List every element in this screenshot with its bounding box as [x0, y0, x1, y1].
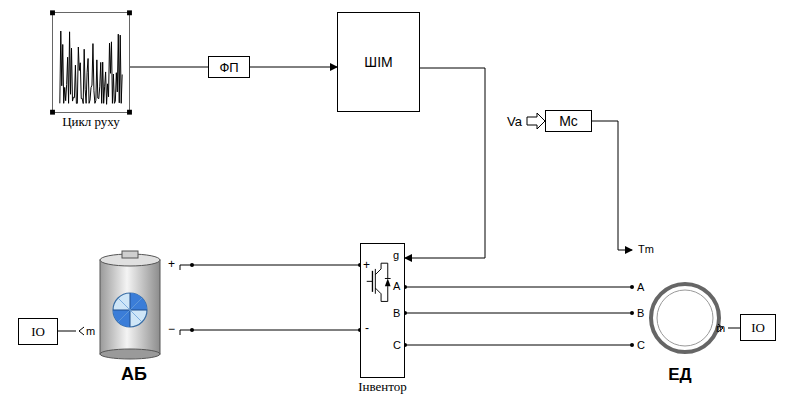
process-box: IO — [18, 318, 58, 345]
process-box: ФП — [208, 56, 250, 78]
motor-symbol — [632, 238, 728, 363]
signal-wire — [405, 287, 632, 288]
block-caption: Цикл руху — [62, 114, 120, 130]
signal-wire — [405, 345, 632, 346]
process-box: Mc — [545, 110, 592, 132]
block-label: IO — [31, 324, 45, 340]
process-box: IO — [740, 314, 776, 341]
terminal-dot — [630, 343, 634, 347]
block-label: ФП — [219, 60, 238, 75]
signal-wire — [592, 121, 632, 250]
port-name: + — [168, 257, 175, 271]
port-name: m — [86, 325, 95, 337]
port-name: - — [365, 321, 369, 335]
port-name: − — [168, 322, 175, 336]
block-label: Mc — [559, 113, 578, 129]
terminal-dot — [630, 285, 634, 289]
block-caption: ЕД — [668, 365, 691, 385]
signal-wire — [192, 265, 360, 266]
signal-wire — [250, 67, 337, 68]
signal-wire — [728, 328, 740, 329]
signal-wire — [58, 331, 76, 332]
block-label: ШІМ — [364, 54, 392, 70]
block-caption: АБ — [121, 364, 147, 385]
port-name: C — [637, 339, 645, 351]
component-block: Цикл руху — [52, 12, 130, 113]
port-name: g — [393, 249, 399, 261]
port-name: B — [637, 307, 644, 319]
signal-wire — [192, 330, 360, 331]
component-block: ЕД — [632, 238, 728, 363]
process-box: ШІМ — [337, 12, 420, 112]
port-name: C — [393, 339, 401, 351]
port-name: B — [393, 307, 400, 319]
terminal-dot — [630, 311, 634, 315]
port-name: A — [393, 280, 400, 292]
input-arrow — [527, 113, 545, 129]
signal-wire — [130, 67, 208, 68]
block-label: IO — [751, 320, 765, 336]
port-name: + — [363, 258, 370, 272]
port-name: Tm — [638, 243, 654, 255]
signal-wire — [405, 313, 632, 314]
port-name: A — [637, 281, 644, 293]
block-caption: Інвентор — [358, 379, 407, 395]
port-name: m — [716, 322, 725, 334]
signal-name: Va — [507, 114, 522, 129]
waveform-icon — [53, 13, 129, 112]
